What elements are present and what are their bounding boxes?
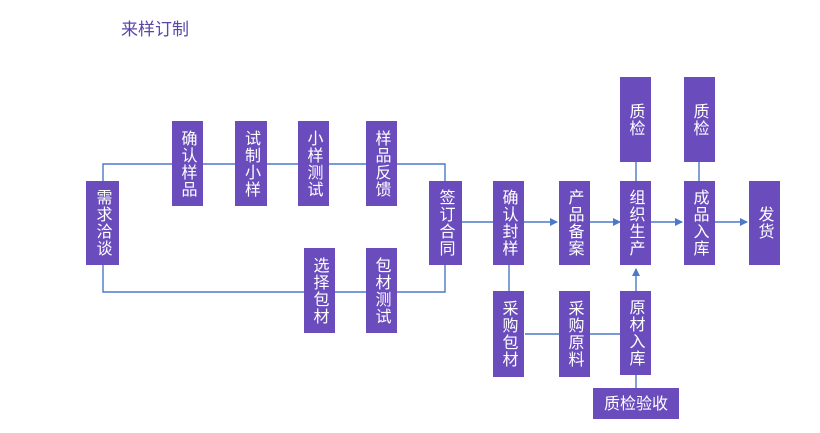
node-zhijian-2: 质检 xyxy=(684,77,715,162)
node-shizhi-xiaoyang: 试制小样 xyxy=(235,121,267,206)
node-queren-fengyang: 确认封样 xyxy=(493,181,524,265)
node-xuanze-baocai: 选择包材 xyxy=(304,248,335,333)
node-yuancai-ruku: 原材入库 xyxy=(620,291,651,375)
node-xuqiu-qiatan: 需求洽谈 xyxy=(86,181,119,265)
node-caigou-baocai: 采购包材 xyxy=(493,291,524,377)
top-loop-line xyxy=(102,163,446,181)
node-baocai-ceshi: 包材测试 xyxy=(366,248,397,333)
diagram-title: 来样订制 xyxy=(121,20,189,40)
node-chanpin-beian: 产品备案 xyxy=(559,181,590,265)
node-fahuo: 发货 xyxy=(749,181,780,265)
node-yangpin-fankui: 样品反馈 xyxy=(366,121,397,206)
node-zhijian-yanshou: 质检验收 xyxy=(593,388,679,419)
node-chengpin-ruku: 成品入库 xyxy=(684,181,715,265)
node-queren-yangpin: 确认样品 xyxy=(172,121,203,206)
node-xiaoyang-ceshi: 小样测试 xyxy=(298,121,329,206)
node-qianding-hetong: 签订合同 xyxy=(429,181,462,265)
node-zhijian-1: 质检 xyxy=(620,77,651,162)
bottom-loop-line xyxy=(102,265,446,293)
node-zuzhi-shengchan: 组织生产 xyxy=(620,181,651,265)
node-caigou-yuanliao: 采购原料 xyxy=(559,291,590,377)
